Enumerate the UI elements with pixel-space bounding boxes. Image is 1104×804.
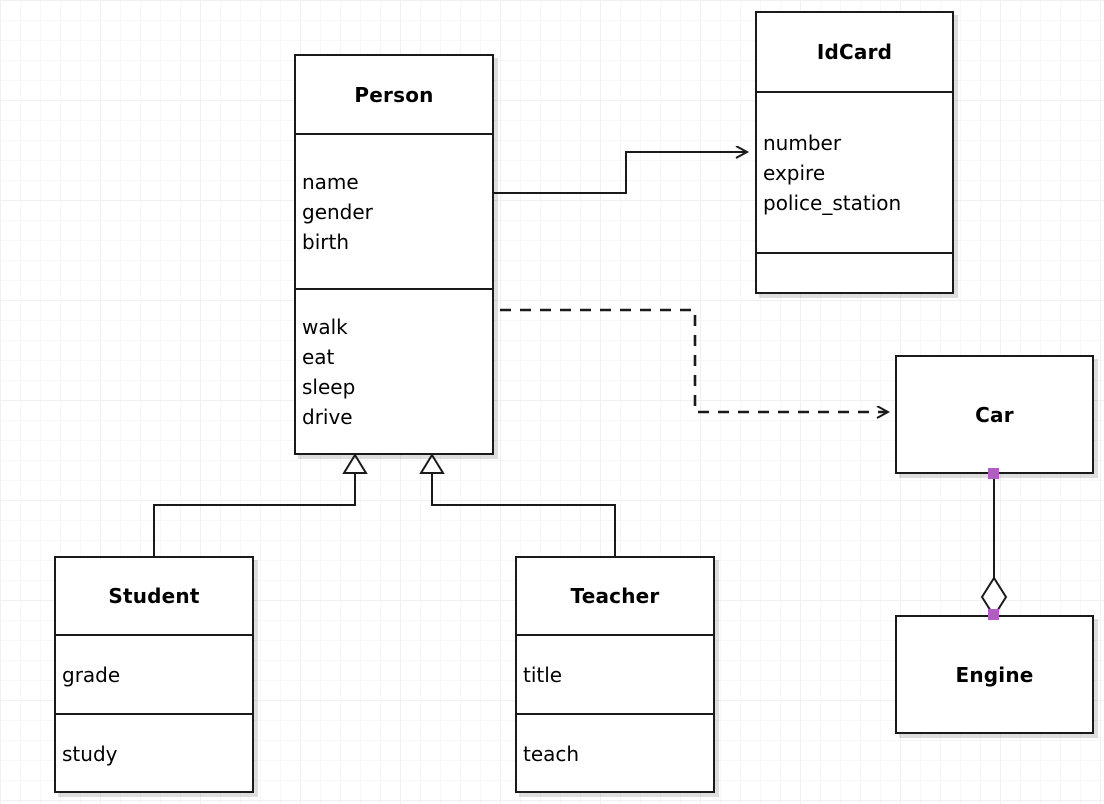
edge-car-engine[interactable] <box>980 474 1008 618</box>
edge-person-idcard[interactable] <box>494 152 747 194</box>
class-box-student[interactable]: Student grade study <box>54 556 254 793</box>
method-item: teach <box>523 742 580 766</box>
attribute-item: birth <box>302 229 349 254</box>
edge-teacher-person[interactable] <box>419 453 616 556</box>
attribute-item: name <box>302 169 359 194</box>
attribute-item: police_station <box>763 190 902 215</box>
class-attributes-idcard: number expire police_station <box>757 91 952 252</box>
class-title-person: Person <box>354 82 434 107</box>
class-box-person[interactable]: Person name gender birth walk eat sleep … <box>294 54 494 455</box>
method-item: sleep <box>302 374 356 399</box>
class-title-student: Student <box>108 584 200 608</box>
class-title-engine: Engine <box>955 662 1034 687</box>
attribute-item: gender <box>302 199 373 224</box>
attribute-item: grade <box>62 662 121 687</box>
method-item: drive <box>302 404 353 429</box>
class-methods-person: walk eat sleep drive <box>296 288 492 453</box>
class-attributes-person: name gender birth <box>296 133 492 288</box>
class-box-engine[interactable]: Engine <box>895 615 1094 734</box>
class-box-idcard[interactable]: IdCard number expire police_station <box>755 11 954 294</box>
edge-person-car[interactable] <box>500 308 888 412</box>
connection-handle-car-bottom[interactable] <box>988 468 999 479</box>
method-item: eat <box>302 344 335 369</box>
class-attributes-student: grade <box>56 634 252 713</box>
class-box-teacher[interactable]: Teacher title teach <box>515 556 715 793</box>
class-box-car[interactable]: Car <box>895 355 1094 474</box>
class-attributes-teacher: title <box>517 634 713 713</box>
attribute-item: expire <box>763 160 826 185</box>
class-methods-student: study <box>56 713 252 793</box>
method-item: study <box>62 742 118 766</box>
method-item: walk <box>302 314 348 339</box>
attribute-item: title <box>523 662 563 687</box>
class-title-car: Car <box>975 402 1014 427</box>
class-methods-idcard <box>757 252 952 292</box>
class-title-teacher: Teacher <box>570 584 660 608</box>
attribute-item: number <box>763 130 842 155</box>
class-title-idcard: IdCard <box>816 40 893 64</box>
edge-student-person[interactable] <box>153 453 368 556</box>
connection-handle-engine-top[interactable] <box>988 609 999 620</box>
class-methods-teacher: teach <box>517 713 713 793</box>
